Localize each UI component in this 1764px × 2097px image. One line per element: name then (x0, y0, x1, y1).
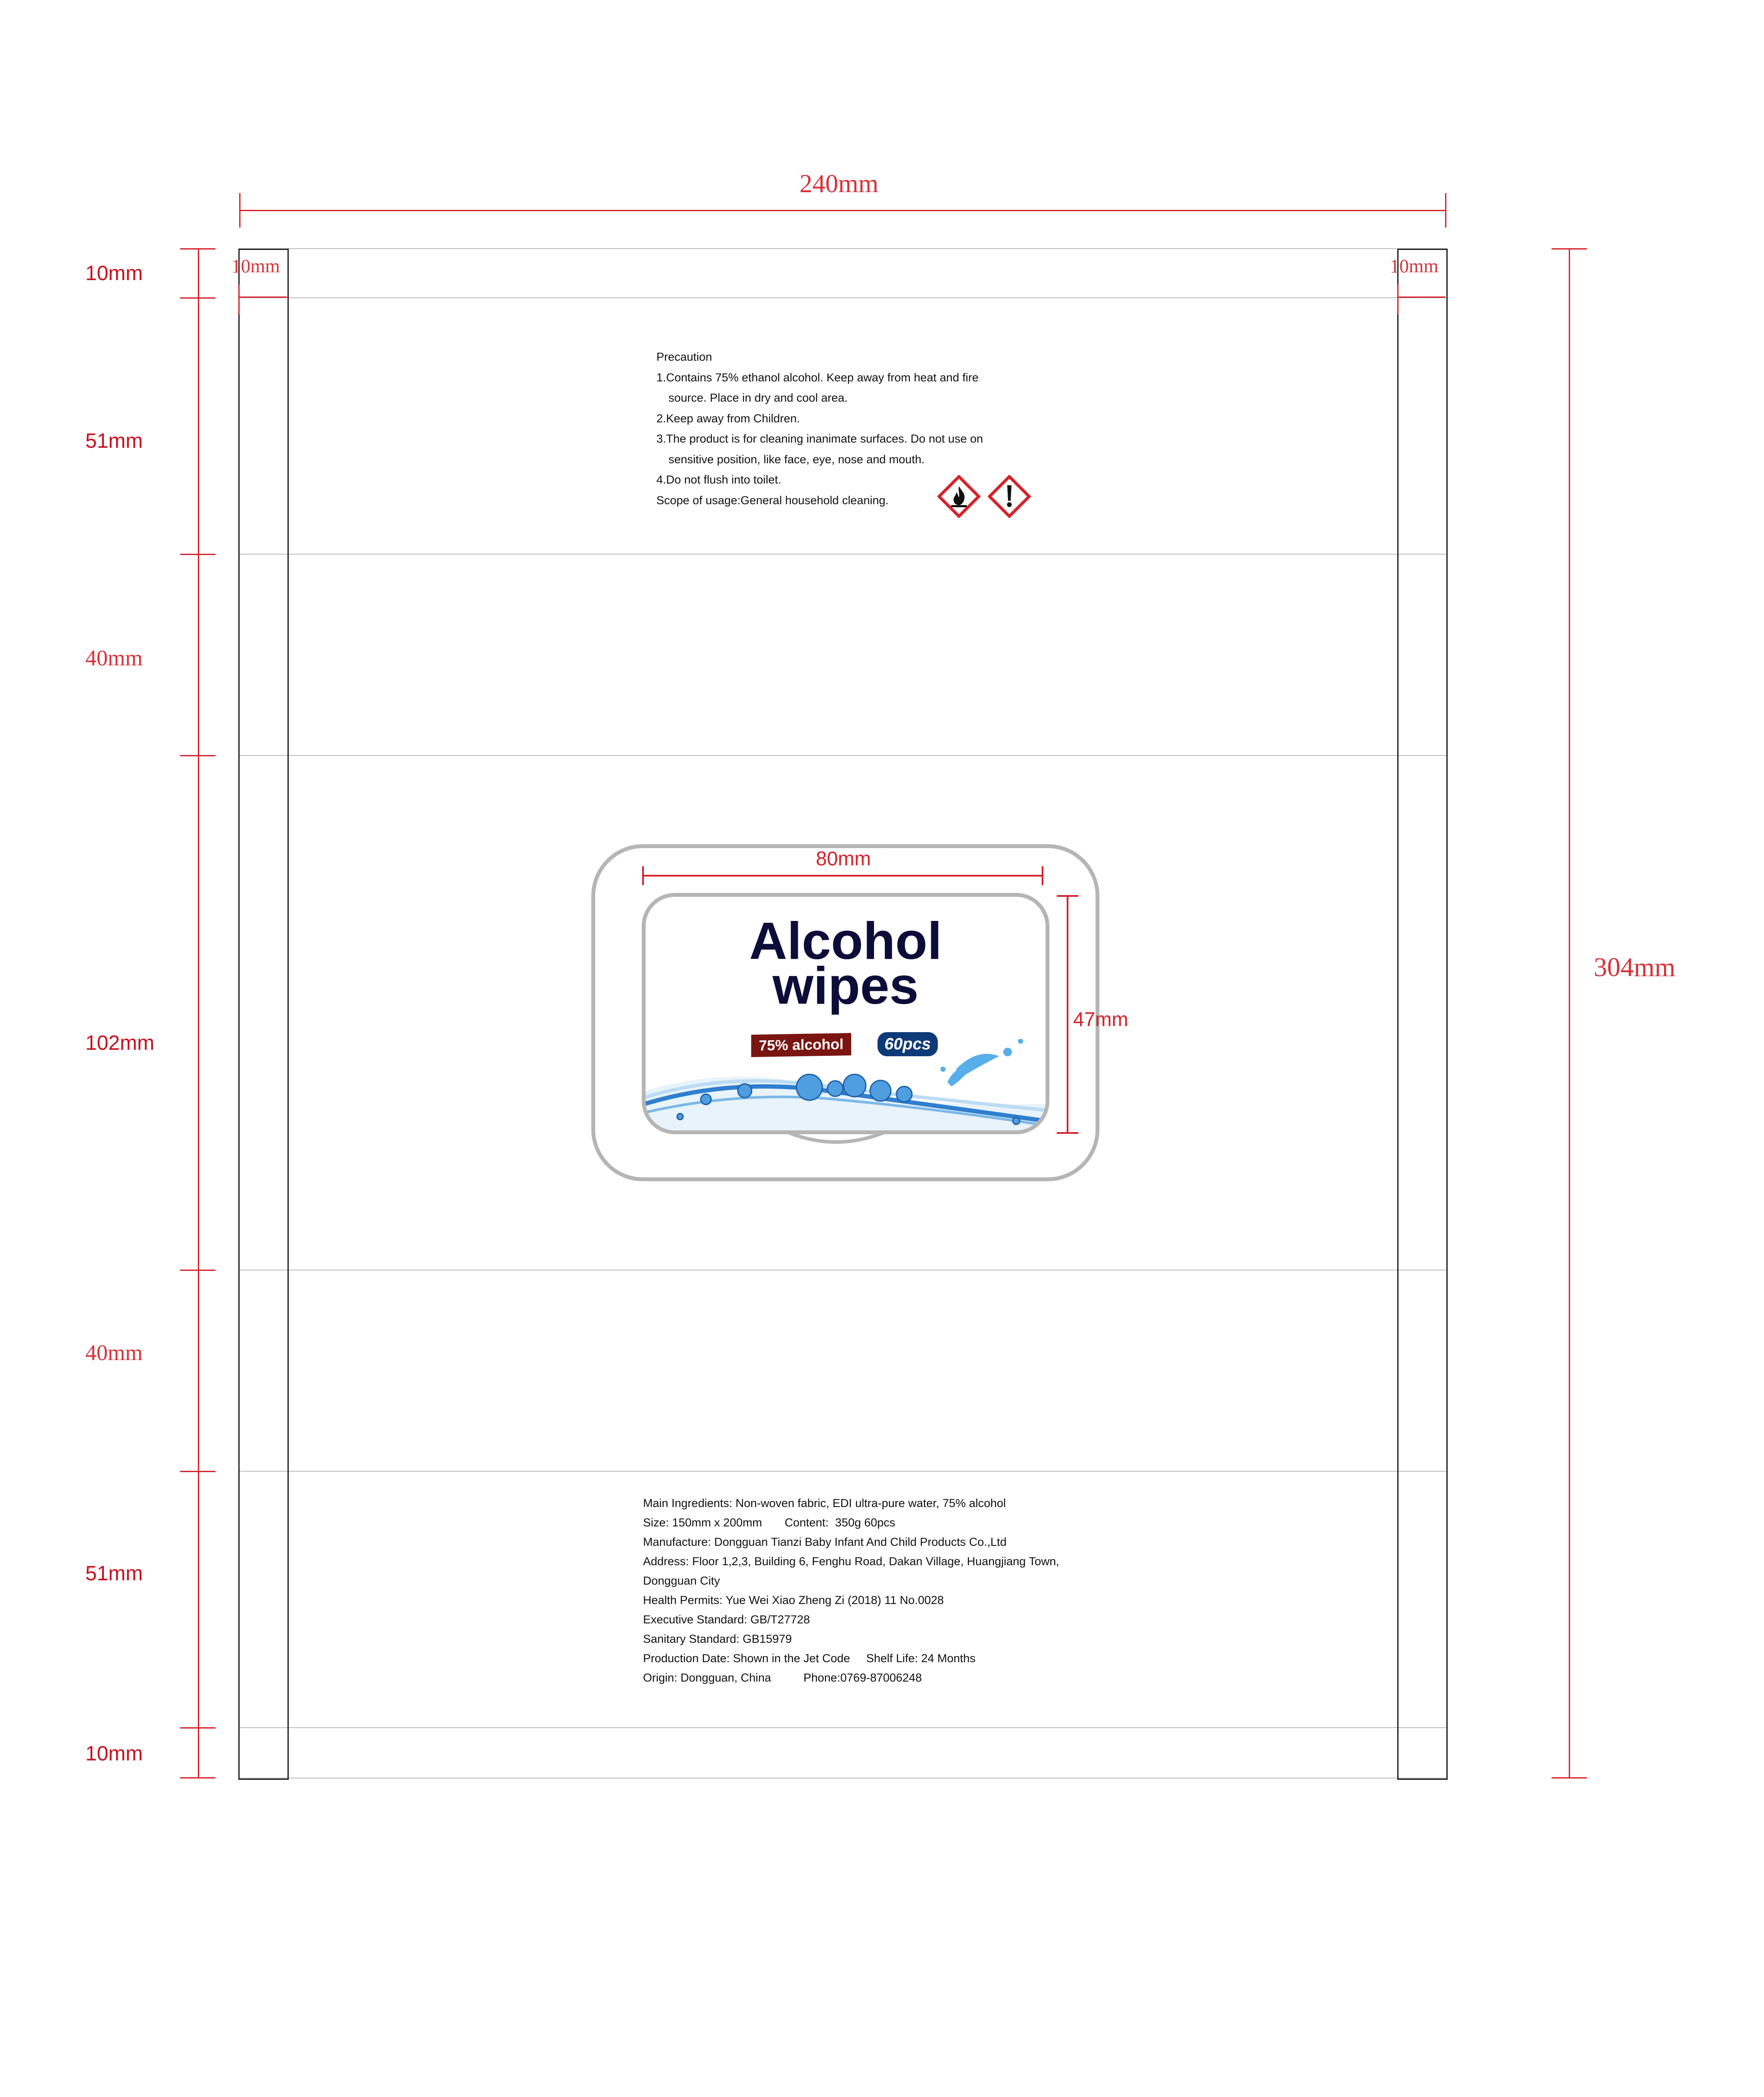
info-line: Executive Standard: GB/T27728 (643, 1613, 810, 1626)
lid-outline (591, 844, 1099, 1181)
product-title-line1: Alcohol (749, 911, 942, 970)
label-width-label: 80mm (816, 847, 871, 870)
front-label: Alcohol wipes 75% alcohol 60pcs (642, 893, 1049, 1134)
fold-line (238, 1471, 1446, 1472)
dimension-tick (180, 1270, 215, 1271)
precaution-title: Precaution (656, 350, 712, 363)
section-label-info: 51mm (85, 1562, 143, 1585)
height-sections-dimension-line (198, 249, 199, 1778)
product-title-line2: wipes (772, 956, 919, 1015)
dimension-tick (1057, 1132, 1078, 1134)
dimension-tick (238, 284, 240, 315)
label-height-dimension-line (1067, 896, 1068, 1133)
label-height-label: 47mm (1073, 1008, 1128, 1030)
right-margin-label: 10mm (1390, 256, 1439, 277)
info-line: Main Ingredients: Non-woven fabric, EDI … (643, 1497, 1006, 1510)
dimension-tick (1397, 284, 1399, 315)
width-dimension-line (240, 210, 1446, 211)
dimension-tick (180, 554, 215, 555)
margin-dim-line (1398, 296, 1446, 298)
precaution-line: 2.Keep away from Children. (656, 412, 800, 425)
precaution-line: 3.The product is for cleaning inanimate … (656, 432, 983, 445)
dimension-tick (1057, 895, 1078, 897)
exclamation-icon (988, 475, 1031, 518)
left-margin-label: 10mm (231, 256, 280, 277)
dimension-tick (1042, 866, 1043, 885)
dimension-tick (239, 193, 240, 228)
dimension-tick (180, 1777, 215, 1779)
fold-line (238, 297, 1446, 298)
dimension-tick (1445, 193, 1446, 228)
dimension-tick (180, 248, 215, 250)
product-info-text: Main Ingredients: Non-woven fabric, EDI … (643, 1494, 1059, 1688)
total-height-label: 304mm (1594, 953, 1676, 982)
info-line: Manufacture: Dongguan Tianzi Baby Infant… (643, 1535, 1007, 1548)
precaution-line: 4.Do not flush into toilet. (656, 473, 781, 486)
info-line: Origin: Dongguan, China Phone:0769-87006… (643, 1671, 922, 1684)
water-wave-graphic (646, 1039, 1046, 1130)
section-label-precaution: 51mm (85, 430, 143, 452)
total-height-dimension-line (1569, 249, 1570, 1778)
precaution-line: source. Place in dry and cool area. (668, 391, 848, 404)
info-line: Dongguan City (643, 1574, 720, 1587)
section-label-gap-bottom: 40mm (85, 1341, 143, 1365)
dimension-tick (1552, 1777, 1587, 1779)
info-line: Size: 150mm x 200mm Content: 350g 60pcs (643, 1516, 896, 1529)
precaution-text: Precaution 1.Contains 75% ethanol alcoho… (656, 347, 983, 511)
alcohol-percent-badge: 75% alcohol (751, 1033, 851, 1058)
dimension-tick (1552, 248, 1587, 250)
right-seal-strip (1397, 249, 1448, 1780)
precaution-line: 1.Contains 75% ethanol alcohol. Keep awa… (656, 371, 979, 384)
fold-line (238, 1778, 1446, 1779)
label-width-dimension-line (643, 875, 1043, 877)
count-badge: 60pcs (877, 1032, 938, 1056)
section-label-bottom-seal: 10mm (85, 1742, 143, 1765)
fold-line (238, 248, 1446, 249)
product-title: Alcohol wipes (646, 911, 1046, 1015)
section-label-gap-top: 40mm (85, 646, 143, 671)
info-line: Health Permits: Yue Wei Xiao Zheng Zi (2… (643, 1594, 944, 1607)
dimension-tick (180, 1471, 215, 1472)
fold-line (238, 554, 1446, 555)
dimension-tick (180, 1727, 215, 1729)
margin-dim-line (240, 296, 287, 298)
left-seal-strip (238, 249, 289, 1780)
precaution-line: Scope of usage:General household cleanin… (656, 493, 889, 507)
fold-line (238, 755, 1446, 756)
info-line: Address: Floor 1,2,3, Building 6, Fenghu… (643, 1555, 1059, 1568)
section-label-front: 102mm (85, 1032, 155, 1055)
dimension-tick (642, 866, 644, 885)
dimension-tick (180, 297, 215, 299)
flammable-icon (937, 475, 980, 518)
info-line: Sanitary Standard: GB15979 (643, 1632, 792, 1645)
info-line: Production Date: Shown in the Jet Code S… (643, 1652, 976, 1665)
dimension-tick (180, 755, 215, 756)
total-width-label: 240mm (799, 169, 879, 198)
fold-line (238, 1727, 1446, 1728)
precaution-line: sensitive position, like face, eye, nose… (668, 452, 925, 466)
section-label-top-seal: 10mm (85, 262, 143, 285)
